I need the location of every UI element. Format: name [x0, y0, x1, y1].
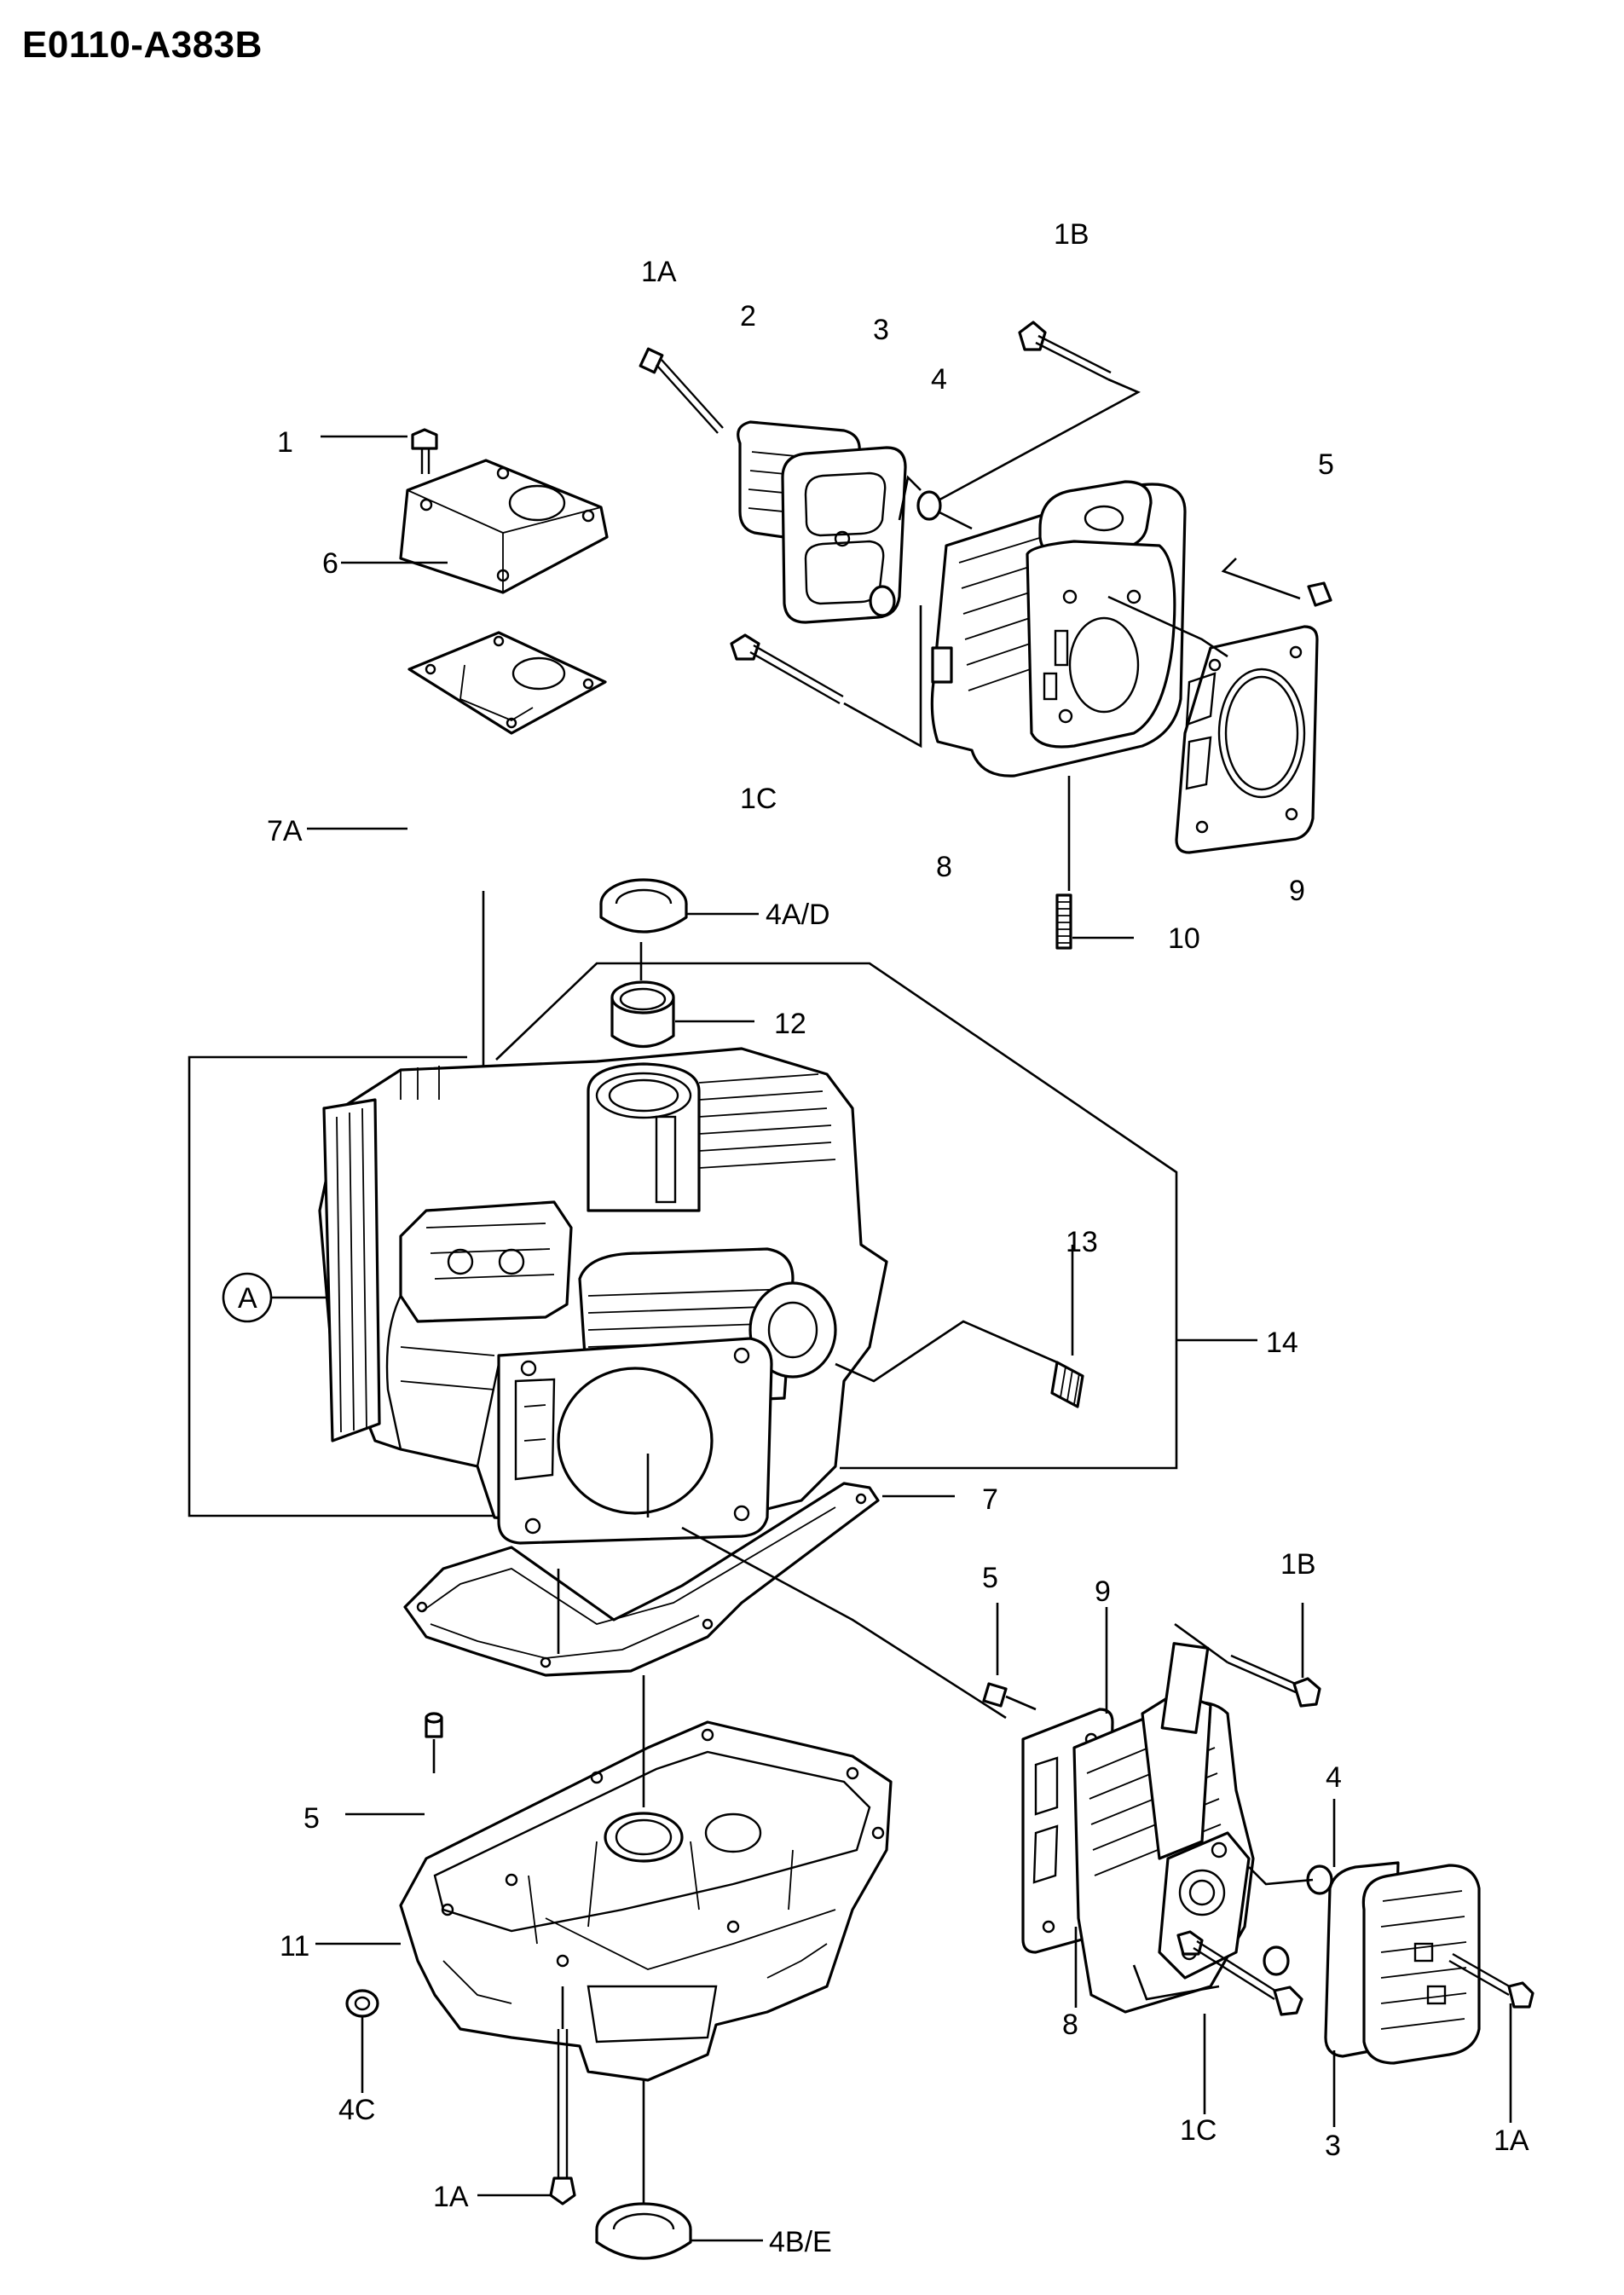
cylinder-head-8-top — [930, 480, 1187, 778]
nut-4-top — [916, 490, 973, 530]
head-cover-2-bottom — [1361, 1864, 1481, 2065]
bolt-1c-top — [730, 633, 844, 705]
bushing-12 — [610, 942, 754, 1049]
oil-seal-4be — [595, 2080, 763, 2260]
bolt-1b-bottom — [1174, 1603, 1321, 1708]
bolt-1a-top — [639, 347, 724, 434]
bolt-1 — [321, 428, 438, 474]
bolt-1c-bottom — [1176, 1930, 1303, 2114]
callout-11[interactable]: 11 — [280, 1930, 309, 1963]
bolt-1a-right — [1448, 1952, 1534, 2123]
callout-8-top[interactable]: 8 — [936, 851, 952, 883]
callout-7a[interactable]: 7A — [267, 815, 303, 847]
spring-13 — [835, 1245, 1084, 1408]
callout-13[interactable]: 13 — [1066, 1226, 1098, 1258]
top-left-cover-group — [307, 428, 609, 1364]
callout-a[interactable]: A — [238, 1282, 257, 1315]
callout-1a-bottom[interactable]: 1A — [433, 2181, 469, 2213]
callout-8-bottom[interactable]: 8 — [1062, 2009, 1078, 2041]
diagram-title: E0110-A383B — [22, 24, 263, 66]
callout-4ad[interactable]: 4A/D — [766, 899, 830, 931]
callout-5-left[interactable]: 5 — [303, 1802, 320, 1835]
callout-1b-top[interactable]: 1B — [1054, 218, 1089, 251]
callout-4-top[interactable]: 4 — [931, 363, 947, 396]
callout-5-mid[interactable]: 5 — [982, 1562, 998, 1594]
head-gasket-9-top — [1175, 625, 1319, 854]
callout-2[interactable]: 2 — [740, 300, 756, 332]
callout-4c[interactable]: 4C — [338, 2094, 375, 2126]
callout-6[interactable]: 6 — [322, 547, 338, 580]
callout-circle-a[interactable] — [222, 1272, 328, 1323]
callout-12[interactable]: 12 — [774, 1008, 806, 1040]
dowel-5-left — [345, 1712, 443, 1816]
cover-gasket-3 — [781, 446, 907, 624]
callout-4-bottom[interactable]: 4 — [1326, 1761, 1342, 1794]
cylinder-head-8-bottom — [1072, 1642, 1255, 2014]
callout-1c-top[interactable]: 1C — [740, 783, 777, 815]
crankcase-gasket-7 — [403, 1454, 1007, 1720]
oil-seal-4ad — [599, 878, 759, 934]
nut-4c — [345, 1989, 379, 2093]
callout-3-top[interactable]: 3 — [873, 314, 889, 346]
callout-10[interactable]: 10 — [1168, 922, 1200, 955]
bolt-1b-top — [1018, 321, 1112, 381]
nut-4-bottom — [1248, 1799, 1336, 1976]
bottom-cylinder-head-group — [982, 1603, 1534, 2127]
callout-4be[interactable]: 4B/E — [769, 2226, 832, 2258]
top-cylinder-head-group — [639, 321, 1332, 950]
assembly-bracket-a — [188, 1055, 494, 1517]
bolt-1a-bottom — [477, 1986, 576, 2205]
dowel-5-mid — [982, 1603, 1037, 1711]
crankcase-14 — [318, 1047, 888, 1545]
callout-5-top[interactable]: 5 — [1318, 448, 1334, 481]
callout-1a-right[interactable]: 1A — [1494, 2124, 1529, 2157]
callout-1b-bottom[interactable]: 1B — [1280, 1548, 1316, 1581]
callout-7[interactable]: 7 — [982, 1483, 998, 1516]
cover-plate-6 — [341, 459, 609, 594]
callout-14[interactable]: 14 — [1266, 1327, 1298, 1359]
stud-10 — [1055, 776, 1134, 950]
callout-1[interactable]: 1 — [277, 426, 293, 459]
callout-9-top[interactable]: 9 — [1289, 875, 1305, 907]
callout-1c-bottom[interactable]: 1C — [1180, 2114, 1217, 2147]
crankcase-cover-11 — [315, 1675, 893, 2082]
crankcase-group — [188, 878, 1257, 1720]
callout-3-bottom[interactable]: 3 — [1325, 2130, 1341, 2162]
callout-labels: 1A 2 3 1B 4 5 1 6 1C 8 9 10 7A 4A/D 12 1… — [238, 218, 1529, 2258]
dowel-5-top — [1221, 558, 1332, 607]
callout-1a-top[interactable]: 1A — [641, 256, 677, 288]
callout-9-bottom[interactable]: 9 — [1095, 1575, 1111, 1608]
crankcase-cover-group — [315, 1675, 893, 2260]
